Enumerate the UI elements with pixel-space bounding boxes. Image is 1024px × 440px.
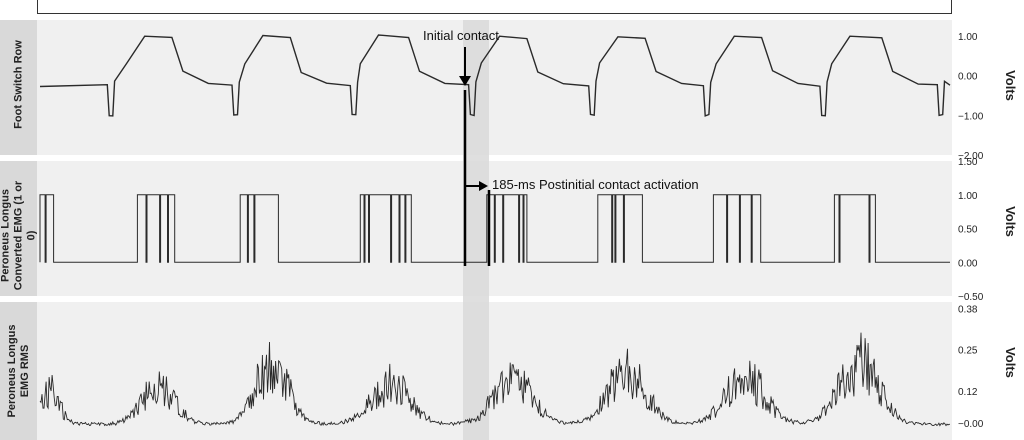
unit-label-emg-rms: Volts <box>1002 347 1018 378</box>
ytick-label: −1.00 <box>958 111 984 122</box>
ytick-label: 1.50 <box>958 157 978 168</box>
initial-contact-arrowhead <box>459 76 471 86</box>
top-empty-panel <box>37 0 952 14</box>
unit-label-converted-emg: Volts <box>1002 206 1018 237</box>
side-tab-emg-rms <box>0 302 37 440</box>
activation-arrowhead <box>479 181 488 191</box>
ytick-label: 1.00 <box>958 32 978 43</box>
ytick-label: −0.00 <box>958 419 984 430</box>
unit-label-foot-switch: Volts <box>1002 70 1018 101</box>
initial-contact-label: Initial contact <box>423 28 499 43</box>
ytick-label: 0.00 <box>958 72 978 83</box>
emg-rms-trace <box>39 332 950 427</box>
side-tab-foot-switch <box>0 20 37 155</box>
side-tab-converted-emg <box>0 161 37 296</box>
ytick-label: 0.00 <box>958 258 978 269</box>
ytick-label: 0.38 <box>958 304 978 315</box>
activation-label: 185-ms Postinitial contact activation <box>492 177 699 192</box>
ytick-label: 0.12 <box>958 387 978 398</box>
emg-rms-panel <box>37 302 952 440</box>
ytick-label: 0.25 <box>958 346 978 357</box>
ytick-label: 1.00 <box>958 191 978 202</box>
ytick-label: 0.50 <box>958 225 978 236</box>
converted-emg-trace <box>39 194 950 263</box>
ytick-label: −0.50 <box>958 292 984 303</box>
ytick-label: −2.00 <box>958 151 984 162</box>
foot-switch-trace <box>39 34 951 117</box>
